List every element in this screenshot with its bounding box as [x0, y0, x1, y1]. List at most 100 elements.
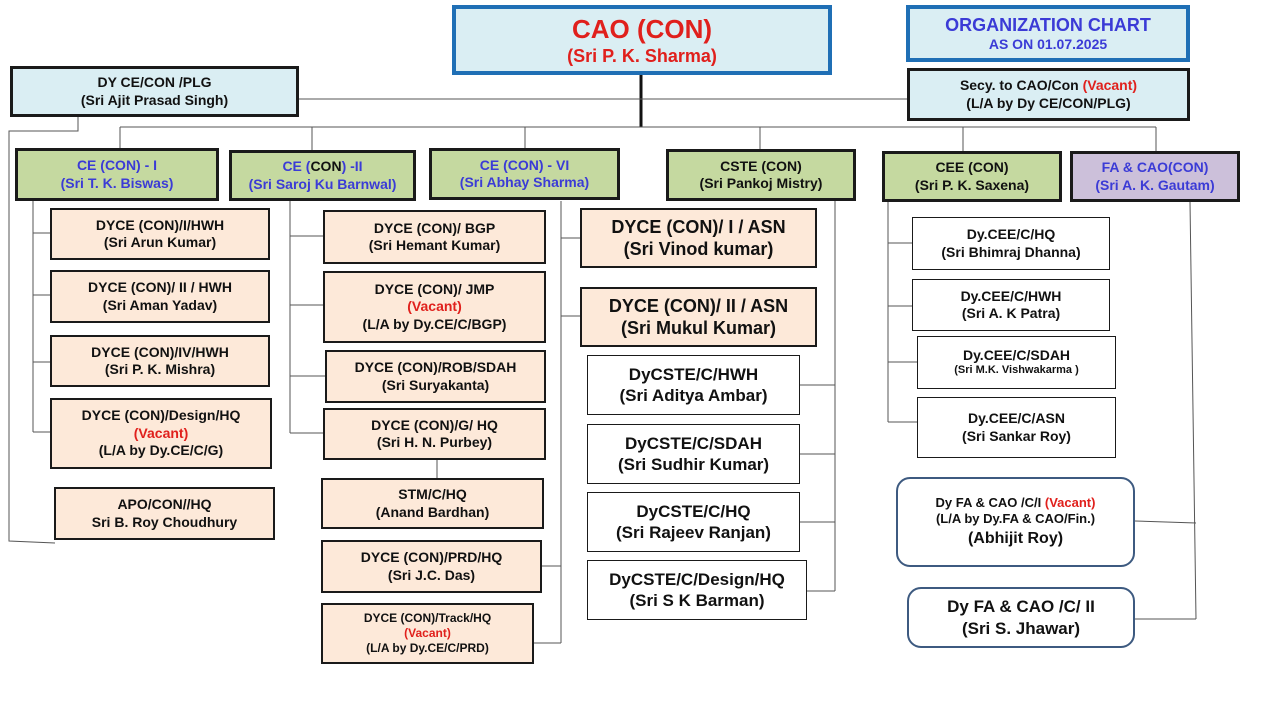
ce2-item-7-title: DYCE (CON)/Track/HQ [363, 611, 492, 625]
chart-date: AS ON 01.07.2025 [988, 36, 1108, 52]
ce6-item-2-name: (Sri Mukul Kumar) [620, 318, 776, 338]
cao-box: CAO (CON) (Sri P. K. Sharma) [452, 5, 832, 75]
secy-vacant: (Vacant) [1082, 77, 1138, 93]
fa-name: (Sri A. K. Gautam) [1095, 176, 1215, 193]
cste-item-2: DyCSTE/C/SDAH (Sri Sudhir Kumar) [587, 424, 800, 484]
cste-box: CSTE (CON) (Sri Pankoj Mistry) [666, 149, 856, 201]
cee-title: CEE (CON) [935, 159, 1009, 175]
secy-la: (L/A by Dy CE/CON/PLG) [966, 94, 1131, 111]
cee-item-4-name: (Sri Sankar Roy) [962, 427, 1071, 444]
cste-item-3: DyCSTE/C/HQ (Sri Rajeev Ranjan) [587, 492, 800, 552]
ce1-item-3: DYCE (CON)/IV/HWH (Sri P. K. Mishra) [50, 335, 270, 387]
cee-item-1-title: Dy.CEE/C/HQ [966, 226, 1056, 242]
ce2-item-2: DYCE (CON)/ JMP (Vacant) (L/A by Dy.CE/C… [323, 271, 546, 343]
cee-item-1-name: (Sri Bhimraj Dhanna) [941, 243, 1081, 260]
ce2-title-a: CE ( [282, 158, 311, 174]
cee-name: (Sri P. K. Saxena) [914, 176, 1030, 193]
ce1-item-3-title: DYCE (CON)/IV/HWH [91, 343, 229, 360]
chart-title-box: ORGANIZATION CHART AS ON 01.07.2025 [906, 5, 1190, 62]
chart-title: ORGANIZATION CHART [945, 14, 1151, 35]
ce1-item-1-title: DYCE (CON)/I/HWH [95, 216, 225, 233]
ce2-item-1: DYCE (CON)/ BGP (Sri Hemant Kumar) [323, 210, 546, 264]
fa-box: FA & CAO(CON) (Sri A. K. Gautam) [1070, 151, 1240, 202]
ce2-item-5: STM/C/HQ (Anand Bardhan) [321, 478, 544, 529]
secy-title: Secy. to CAO/Con [959, 77, 1083, 93]
ce1-item-5-title: APO/CON//HQ [117, 496, 212, 512]
ce2-item-6: DYCE (CON)/PRD/HQ (Sri J.C. Das) [321, 540, 542, 593]
ce2-item-2-title: DYCE (CON)/ JMP [374, 280, 495, 297]
fa-item-1-la: (L/A by Dy.FA & CAO/Fin.) [935, 511, 1096, 526]
cste-item-1-name: (Sri Aditya Ambar) [619, 386, 768, 405]
cee-item-2-title: Dy.CEE/C/HWH [960, 287, 1062, 304]
cste-item-2-title: DyCSTE/C/SDAH [625, 433, 762, 453]
cee-item-3-title: Dy.CEE/C/SDAH [962, 346, 1071, 363]
ce2-item-4-title: DYCE (CON)/G/ HQ [371, 416, 498, 433]
ce6-item-2-title: DYCE (CON)/ II / ASN [608, 295, 789, 316]
fa-title: FA & CAO(CON) [1101, 159, 1209, 175]
cste-item-2-name: (Sri Sudhir Kumar) [617, 455, 770, 474]
fa-item-2-title: Dy FA & CAO /C/ II [947, 597, 1095, 617]
ce1-item-4-title: DYCE (CON)/Design/HQ [81, 407, 241, 424]
ce2-item-7: DYCE (CON)/Track/HQ (Vacant) (L/A by Dy.… [321, 603, 534, 664]
cste-item-1-title: DyCSTE/C/HWH [628, 364, 759, 384]
cee-item-2-name: (Sri A. K Patra) [961, 305, 1061, 321]
ce2-item-2-vacant: (Vacant) [407, 298, 462, 315]
cste-item-3-name: (Sri Rajeev Ranjan) [616, 523, 771, 542]
fa-item-1-vacant: (Vacant) [1044, 494, 1096, 510]
ce6-item-1: DYCE (CON)/ I / ASN (Sri Vinod kumar) [580, 208, 817, 268]
ce6-title: CE (CON) - VI [479, 156, 570, 173]
ce1-box: CE (CON) - I (Sri T. K. Biswas) [15, 148, 219, 201]
fa-item-2: Dy FA & CAO /C/ II (Sri S. Jhawar) [907, 587, 1135, 648]
ce2-item-2-la: (L/A by Dy.CE/C/BGP) [362, 315, 507, 332]
ce2-item-4: DYCE (CON)/G/ HQ (Sri H. N. Purbey) [323, 408, 546, 460]
ce6-item-1-name: (Sri Vinod kumar) [623, 239, 774, 259]
ce1-item-5: APO/CON//HQ Sri B. Roy Choudhury [54, 487, 275, 540]
cste-title: CSTE (CON) [720, 157, 802, 174]
ce2-item-3: DYCE (CON)/ROB/SDAH (Sri Suryakanta) [325, 350, 546, 403]
ce1-item-5-name: Sri B. Roy Choudhury [91, 513, 238, 530]
ce2-item-6-title: DYCE (CON)/PRD/HQ [360, 549, 503, 565]
ce1-item-2-name: (Sri Aman Yadav) [102, 296, 218, 313]
fa-item-1-title: Dy FA & CAO /C/I [935, 494, 1045, 510]
fa-item-2-name: (Sri S. Jhawar) [961, 618, 1081, 638]
ce2-item-5-title: STM/C/HQ [398, 486, 467, 502]
ce6-item-2: DYCE (CON)/ II / ASN (Sri Mukul Kumar) [580, 287, 817, 347]
cee-item-3-name: (Sri M.K. Vishwakarma ) [954, 364, 1079, 377]
cee-item-3: Dy.CEE/C/SDAH (Sri M.K. Vishwakarma ) [917, 336, 1116, 389]
ce6-box: CE (CON) - VI (Sri Abhay Sharma) [429, 148, 620, 200]
cste-name: (Sri Pankoj Mistry) [699, 175, 823, 191]
ce2-title-b: CON [310, 158, 342, 174]
cste-item-4: DyCSTE/C/Design/HQ (Sri S K Barman) [587, 560, 807, 620]
cste-item-3-title: DyCSTE/C/HQ [636, 501, 751, 521]
ce2-box: CE (CON) -II (Sri Saroj Ku Barnwal) [229, 150, 416, 201]
ce1-item-1: DYCE (CON)/I/HWH (Sri Arun Kumar) [50, 208, 270, 260]
ce2-item-3-name: (Sri Suryakanta) [381, 376, 490, 393]
ce2-item-3-title: DYCE (CON)/ROB/SDAH [354, 359, 517, 375]
cee-item-1: Dy.CEE/C/HQ (Sri Bhimraj Dhanna) [912, 217, 1110, 270]
ce1-item-4: DYCE (CON)/Design/HQ (Vacant) (L/A by Dy… [50, 398, 272, 469]
cee-item-2: Dy.CEE/C/HWH (Sri A. K Patra) [912, 279, 1110, 331]
ce1-item-4-la: (L/A by Dy.CE/C/G) [98, 442, 224, 459]
ce2-item-5-name: (Anand Bardhan) [375, 503, 490, 520]
ce2-title-c: ) -II [341, 158, 363, 174]
ce2-item-7-la: (L/A by Dy.CE/C/PRD) [366, 641, 489, 655]
fa-item-1-name: (Abhijit Roy) [967, 530, 1064, 548]
ce2-item-1-title: DYCE (CON)/ BGP [373, 219, 496, 236]
ce1-item-3-name: (Sri P. K. Mishra) [104, 361, 216, 377]
dy-plg-box: DY CE/CON /PLG (Sri Ajit Prasad Singh) [10, 66, 299, 117]
cste-item-4-name: (Sri S K Barman) [629, 591, 765, 610]
ce6-name: (Sri Abhay Sharma) [459, 174, 590, 190]
cao-name: (Sri P. K. Sharma) [567, 46, 717, 66]
ce1-name: (Sri T. K. Biswas) [60, 174, 174, 191]
dy-plg-name: (Sri Ajit Prasad Singh) [80, 91, 229, 108]
dy-plg-title: DY CE/CON /PLG [97, 74, 212, 90]
ce1-item-1-name: (Sri Arun Kumar) [103, 234, 217, 250]
cee-item-4-title: Dy.CEE/C/ASN [968, 410, 1065, 426]
fa-item-1: Dy FA & CAO /C/I (Vacant) (L/A by Dy.FA … [896, 477, 1135, 567]
ce2-item-6-name: (Sri J.C. Das) [387, 566, 476, 583]
ce2-item-4-name: (Sri H. N. Purbey) [376, 434, 493, 450]
ce1-item-4-vacant: (Vacant) [133, 424, 189, 441]
cste-item-4-title: DyCSTE/C/Design/HQ [609, 569, 785, 589]
ce2-name: (Sri Saroj Ku Barnwal) [248, 175, 397, 192]
